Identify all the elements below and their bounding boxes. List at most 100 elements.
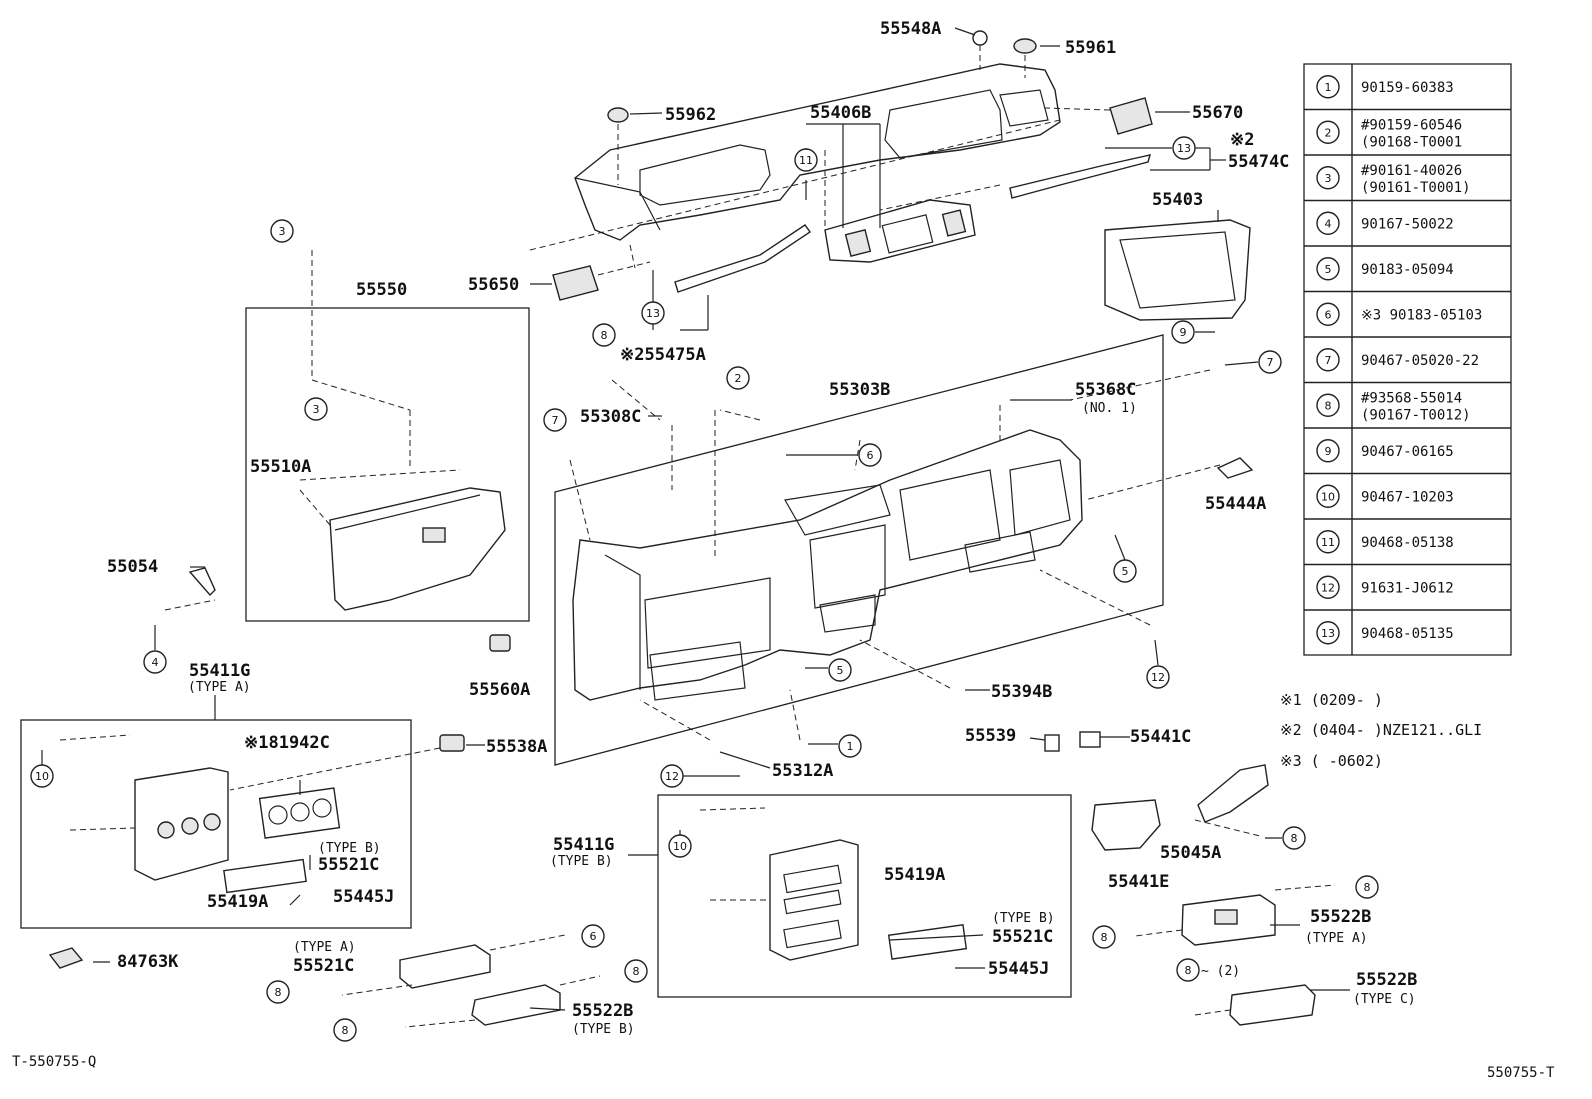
box-55521C-typeA (341, 934, 566, 996)
label-55419A: 55419A (207, 892, 268, 912)
type-a-frame (20, 719, 412, 929)
table-row-callout (1316, 575, 1340, 599)
pocket-55441E (1091, 799, 1161, 851)
table-row-number: 3 (1325, 172, 1332, 185)
label-typeB: (TYPE B) (550, 854, 613, 869)
callout-8: 8 (1092, 925, 1116, 949)
label-55419A: 55419A (884, 865, 945, 885)
label-55054: 55054 (107, 557, 158, 577)
callout-6: 6 (581, 924, 605, 948)
svg-text:7: 7 (552, 414, 559, 427)
clip-55961 (1013, 38, 1037, 78)
label-55548A: 55548A (880, 19, 941, 39)
clip-55538A (229, 734, 465, 791)
label-55962: 55962 (665, 105, 716, 125)
clip-55560A (489, 634, 511, 652)
label-55045A: 55045A (1160, 843, 1221, 863)
table-row-part-number: 90467-05020-22 (1361, 353, 1479, 369)
callout-12: 12 (660, 764, 684, 788)
table-row-callout (1316, 530, 1340, 554)
callout-13: 13 (1172, 136, 1196, 160)
table-row-callout (1316, 393, 1340, 417)
svg-text:12: 12 (665, 770, 679, 783)
table-row-number: 5 (1325, 263, 1332, 276)
label-no1: (NO. 1) (1082, 401, 1137, 416)
note-1: ※1 (0209- ) (1280, 691, 1383, 709)
svg-text:5: 5 (837, 664, 844, 677)
svg-text:11: 11 (799, 154, 813, 167)
heater-control-typeB (699, 807, 968, 961)
callout-7: 7 (1258, 350, 1282, 374)
svg-text:1: 1 (847, 740, 854, 753)
label-55406B: 55406B (810, 103, 871, 123)
callout-3: 3 (270, 219, 294, 243)
label-55411G-typeA: 55411G (189, 661, 250, 681)
cover-55522B-typeC (1194, 984, 1316, 1026)
label-84763K: 84763K (117, 952, 179, 972)
footnotes: ※1 (0209- ) ※2 (0404- )NZE121..GLI ※3 ( … (1280, 691, 1482, 770)
svg-text:8: 8 (1291, 832, 1298, 845)
table-row-callout (1316, 120, 1340, 144)
table-row-part-number: #90161-40026 (1361, 163, 1462, 179)
label-55550: 55550 (356, 280, 407, 300)
instrument-panel-55303B (572, 429, 1083, 701)
leader-lines (41, 27, 1350, 1011)
table-row-part-number: 90468-05135 (1361, 626, 1454, 642)
callout-1: 1 (838, 734, 862, 758)
table-row-part-number: #90159-60546 (1361, 117, 1462, 133)
table-row-part-number: 90468-05138 (1361, 535, 1454, 551)
table-row-callout (1316, 75, 1340, 99)
part-55441C (1079, 731, 1101, 748)
svg-text:10: 10 (673, 840, 687, 853)
label-qty: ~ (2) (1201, 964, 1240, 979)
table-row-alt-part-number: (90161-T0001) (1361, 180, 1471, 196)
callout-6: 6 (858, 443, 882, 467)
label-55510A: 55510A (250, 457, 311, 477)
callout-10: 10 (668, 834, 692, 858)
label-55403: 55403 (1152, 190, 1203, 210)
label-55522B-typeB: 55522B (572, 1001, 633, 1021)
callout-10: 10 (30, 764, 54, 788)
svg-text:7: 7 (1267, 356, 1274, 369)
table-row-number: 10 (1321, 490, 1335, 503)
note-2: ※2 (0404- )NZE121..GLI (1280, 721, 1482, 739)
vent-55670 (1044, 97, 1153, 135)
svg-text:8: 8 (633, 965, 640, 978)
svg-text:3: 3 (279, 225, 286, 238)
label-55521C-typeB: 55521C (318, 855, 379, 875)
part-labels: 55548A 55961 55962 55406B 55670 ※2 55474… (107, 19, 1417, 1037)
label-55441E: 55441E (1108, 872, 1169, 892)
callout-8: 8 (333, 1018, 357, 1042)
trim-strip-55475A (674, 224, 811, 293)
bracket-55045A (1194, 764, 1269, 837)
label-55539: 55539 (965, 726, 1016, 746)
vent-55650 (552, 261, 651, 301)
table-row-callout (1316, 257, 1340, 281)
label-55522B-typeC: 55522B (1356, 970, 1417, 990)
clip-55548A (972, 30, 988, 70)
table-row-callout (1316, 302, 1340, 326)
callout-8: 8 (592, 323, 616, 347)
callout-11: 11 (794, 148, 818, 172)
footer-right: 550755-T (1487, 1065, 1555, 1081)
svg-text:9: 9 (1180, 326, 1187, 339)
table-row-callout (1316, 348, 1340, 372)
svg-text:5: 5 (1122, 565, 1129, 578)
panel-assembly-frame (554, 334, 1164, 766)
table-row-callout (1316, 211, 1340, 235)
svg-text:8: 8 (1185, 964, 1192, 977)
footer-left: T-550755-Q (12, 1054, 96, 1070)
label-55521C-typeB: 55521C (992, 927, 1053, 947)
label-typeB: (TYPE B) (318, 841, 381, 856)
label-55394B: 55394B (991, 682, 1052, 702)
glovebox-55550 (299, 250, 506, 611)
svg-text:8: 8 (342, 1024, 349, 1037)
table-row-part-number: #93568-55014 (1361, 390, 1462, 406)
svg-text:6: 6 (867, 449, 874, 462)
cover-55522B-typeA (1134, 884, 1336, 946)
table-row-number: 4 (1325, 217, 1332, 230)
callout-5: 5 (1113, 559, 1137, 583)
svg-text:6: 6 (590, 930, 597, 943)
table-row-part-number: 90467-06165 (1361, 444, 1454, 460)
label-typeB: (TYPE B) (992, 911, 1055, 926)
